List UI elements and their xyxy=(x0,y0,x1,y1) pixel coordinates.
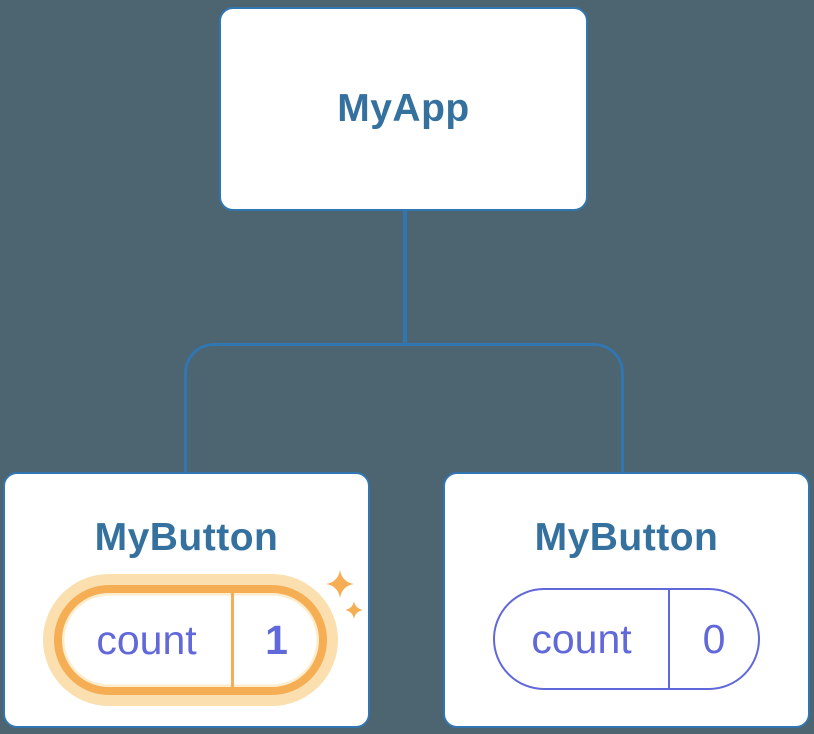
node-mybutton-right-label: MyButton xyxy=(534,516,719,559)
state-name-label: count xyxy=(531,615,632,662)
connector-branch-bracket xyxy=(184,343,624,472)
pill-divider xyxy=(231,593,234,687)
node-mybutton-left: MyButton count 1 xyxy=(3,472,370,728)
node-mybutton-left-label: MyButton xyxy=(94,516,279,559)
state-value: 0 xyxy=(702,615,726,662)
state-pill: count 0 xyxy=(493,588,760,690)
sparkle-icon xyxy=(326,570,363,619)
node-myapp-label: MyApp xyxy=(337,87,470,130)
state-pill-highlighted: count 1 xyxy=(54,585,327,695)
node-myapp: MyApp xyxy=(219,7,588,211)
node-mybutton-right: MyButton count 0 xyxy=(443,472,810,728)
pill-divider xyxy=(668,590,670,688)
connector-trunk-line xyxy=(403,209,407,345)
state-name-label: count xyxy=(96,616,197,663)
state-value: 1 xyxy=(265,616,288,663)
